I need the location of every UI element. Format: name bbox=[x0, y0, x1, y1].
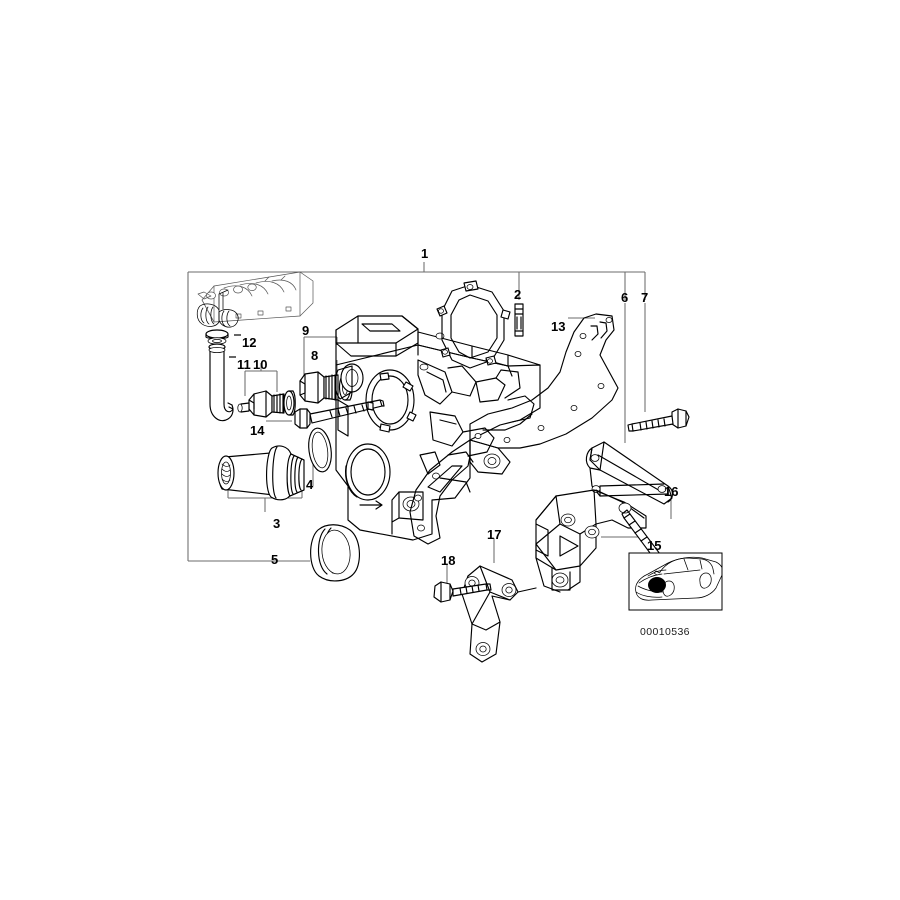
part-14-hex-bolt bbox=[294, 399, 385, 429]
part-4-o-ring bbox=[308, 427, 332, 473]
part-1-rear-cover-plate bbox=[436, 280, 511, 369]
part-13-gasket bbox=[409, 313, 619, 545]
callout-14: 14 bbox=[250, 423, 265, 438]
callout-11: 11 bbox=[237, 357, 251, 372]
part-6-support-strut bbox=[585, 441, 674, 505]
callout-7: 7 bbox=[641, 290, 649, 305]
part-7-hex-bolt bbox=[627, 408, 690, 432]
part-1-timing-case-cover bbox=[334, 315, 541, 541]
callout-3: 3 bbox=[273, 516, 281, 531]
location-marker-dot bbox=[648, 577, 666, 593]
part-5-shaft-seal bbox=[310, 524, 360, 582]
part-18-hex-bolt bbox=[433, 581, 492, 603]
callout-6: 6 bbox=[621, 290, 629, 305]
callout-18: 18 bbox=[441, 553, 456, 568]
part-15-alternator-bracket bbox=[535, 489, 647, 593]
valve-cover-phantom bbox=[196, 271, 314, 328]
diagram-id-caption: 00010536 bbox=[640, 626, 690, 638]
part-9-screw-plug bbox=[299, 371, 339, 404]
part-12-sealing-ring bbox=[205, 329, 229, 345]
callout-9: 9 bbox=[302, 323, 310, 338]
vehicle-location-inset-graphic bbox=[628, 552, 723, 611]
callout-16: 16 bbox=[664, 484, 679, 499]
callout-4: 4 bbox=[306, 477, 314, 492]
part-17-tensioning-arm bbox=[461, 565, 537, 663]
part-11-oil-pipe bbox=[208, 343, 234, 422]
callout-10: 10 bbox=[253, 357, 268, 372]
callout-8: 8 bbox=[311, 348, 319, 363]
callout-13: 13 bbox=[551, 319, 566, 334]
part-2-dowel-pin bbox=[514, 303, 524, 337]
part-10-oil-pressure-switch bbox=[237, 390, 296, 418]
callout-17: 17 bbox=[487, 527, 502, 542]
callout-12: 12 bbox=[242, 335, 257, 350]
callout-15: 15 bbox=[647, 538, 662, 553]
callout-5: 5 bbox=[271, 552, 279, 567]
callout-1: 1 bbox=[421, 246, 429, 261]
callout-2: 2 bbox=[514, 287, 522, 302]
part-3-connecting-pipe bbox=[217, 445, 305, 501]
